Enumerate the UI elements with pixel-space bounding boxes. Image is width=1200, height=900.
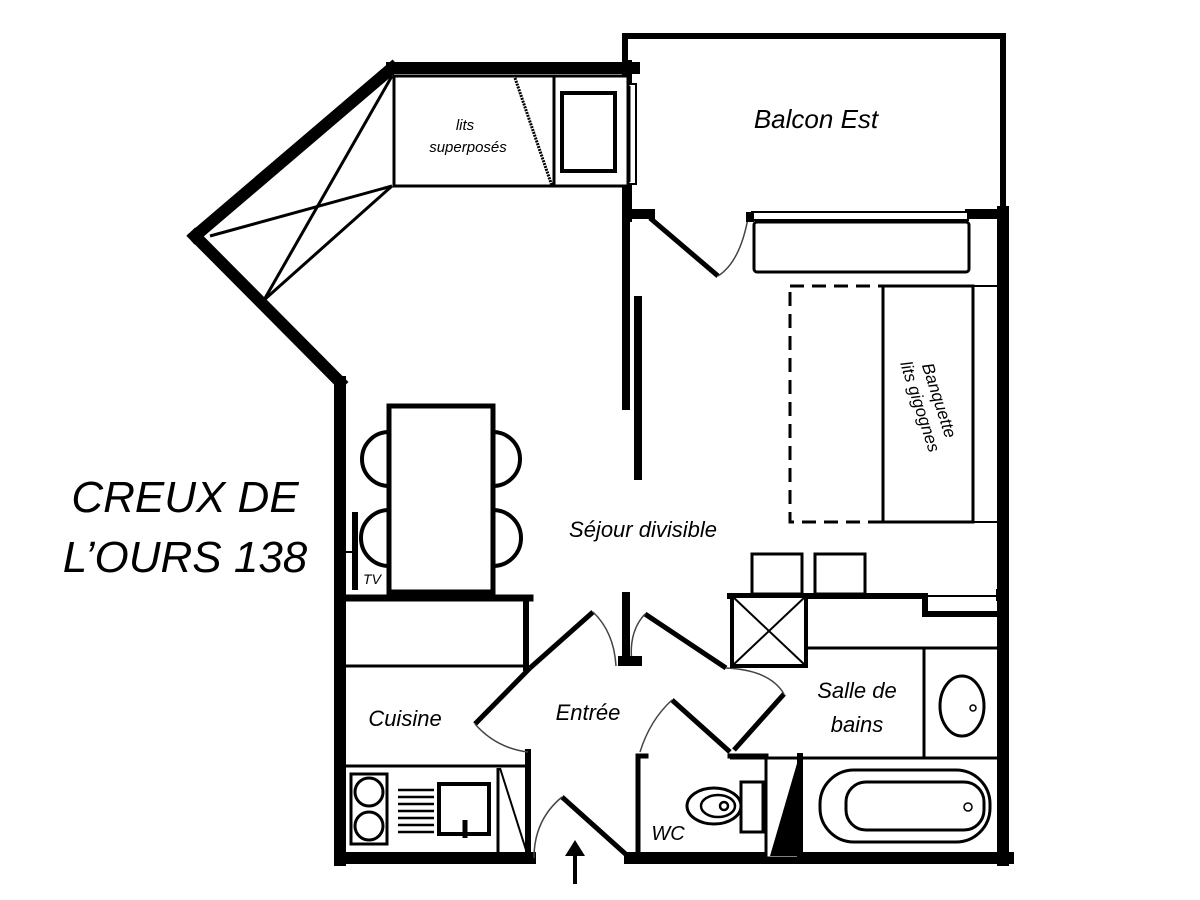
dining-table: [359, 403, 523, 595]
radiator: [752, 220, 971, 274]
arrow-up-icon: [565, 840, 585, 884]
label-wc: WC: [651, 823, 685, 845]
sofa-bed: Banquette lits gigognes: [788, 284, 997, 524]
label-salle-de: Salle de: [817, 678, 897, 703]
wc: WC: [635, 753, 769, 861]
tv: TV: [346, 512, 383, 590]
apartment-title: CREUX DE L’OURS 138: [40, 468, 330, 588]
label-lits: lits: [456, 117, 475, 134]
label-balcon-est: Balcon Est: [754, 104, 880, 134]
label-cuisine: Cuisine: [368, 706, 441, 731]
title-line-2: L’OURS 138: [62, 533, 308, 582]
balcony-door[interactable]: [648, 212, 754, 278]
entree-doors[interactable]: [473, 610, 786, 860]
label-sejour: Séjour divisible: [569, 517, 717, 542]
bunk-beds: lits superposés: [392, 74, 630, 188]
exterior-walls: [186, 33, 1014, 866]
bay-window-cross: [209, 75, 394, 302]
window-south: [751, 211, 969, 221]
kitchen: Cuisine: [336, 594, 534, 861]
label-superposes: superposés: [429, 139, 507, 156]
bathroom: Salle de bains: [727, 552, 1003, 861]
label-bains: bains: [831, 712, 884, 737]
label-entree: Entrée: [556, 700, 621, 725]
sliding-partition[interactable]: [622, 214, 642, 666]
title-line-1: CREUX DE: [71, 473, 299, 522]
label-tv: TV: [363, 571, 383, 587]
